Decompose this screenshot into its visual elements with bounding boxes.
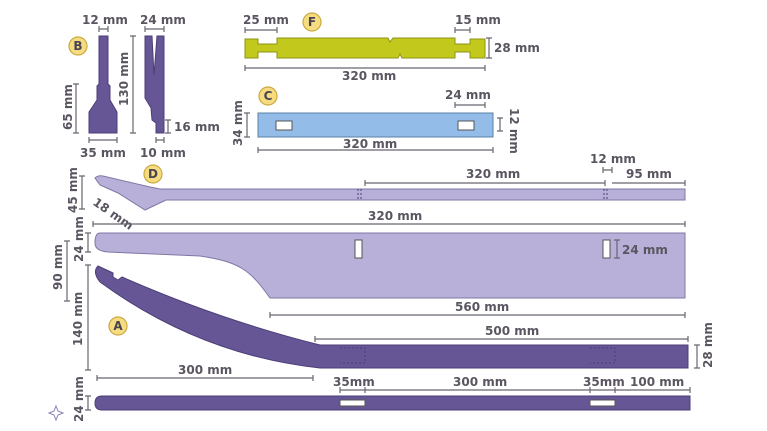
dim-middle-560: 560 mm (455, 300, 509, 314)
dim-f-320: 320 mm (342, 69, 396, 83)
dim-middle-24: 24 mm (72, 216, 86, 262)
bottom-bar: 300 mm 35mm 300 mm 35mm 100 mm 24 mm (72, 363, 691, 422)
dim-f-28: 28 mm (494, 41, 540, 55)
dim-a-140: 140 mm (71, 292, 85, 346)
bottom-slot (339, 399, 366, 407)
dim-c-320: 320 mm (343, 137, 397, 151)
part-a: A 500 mm 140 mm 28 mm (71, 264, 715, 371)
dim-d-95: 95 mm (626, 167, 672, 181)
middle-piece-body (94, 232, 686, 299)
dim-b-12: 12 mm (82, 13, 128, 27)
dim-bottom-100: 100 mm (630, 375, 684, 389)
part-c-slot (275, 120, 293, 131)
dim-c-24: 24 mm (445, 88, 491, 102)
dim-d-45: 45 mm (66, 167, 80, 213)
badge-c-label: C (264, 89, 273, 103)
dim-bottom-300-mid: 300 mm (453, 375, 507, 389)
dim-b-10: 10 mm (140, 146, 186, 160)
dim-bottom-300: 300 mm (178, 363, 232, 377)
dim-bottom-35-left: 35mm (333, 375, 375, 389)
part-b-piece-1 (88, 35, 118, 134)
badge-a (108, 316, 128, 336)
dim-bottom-24: 24 mm (72, 376, 86, 422)
dim-middle-320: 320 mm (368, 209, 422, 223)
dim-bottom-35-right: 35mm (583, 375, 625, 389)
part-c: C 24 mm 34 mm 12 mm 320 mm (231, 86, 521, 154)
badge-d (143, 164, 163, 184)
dim-a-500: 500 mm (485, 324, 539, 338)
badge-f-label: F (308, 15, 316, 29)
dim-c-34: 34 mm (231, 100, 245, 146)
bottom-slot (589, 399, 616, 407)
part-b: B 12 mm 24 mm 130 mm 65 mm 16 mm 35 mm 1… (61, 13, 220, 160)
part-b-piece-2 (144, 35, 165, 134)
part-f-bar (244, 37, 486, 59)
bottom-bar-body (94, 395, 691, 411)
part-c-slot (457, 120, 475, 131)
dim-a-28: 28 mm (701, 322, 715, 368)
part-a-arm (94, 265, 689, 369)
dim-middle-90: 90 mm (51, 244, 65, 290)
dim-d-18: 18 mm (90, 195, 136, 233)
dim-b-24: 24 mm (140, 13, 186, 27)
dim-f-25: 25 mm (243, 13, 289, 27)
badge-b (68, 36, 88, 56)
dim-d-12: 12 mm (590, 152, 636, 166)
part-d-blade (94, 175, 686, 211)
middle-slot (602, 239, 611, 259)
dim-f-15: 15 mm (455, 13, 501, 27)
part-f: F 25 mm 15 mm 28 mm 320 mm (243, 12, 540, 83)
badge-f (302, 12, 322, 32)
badge-c (258, 86, 278, 106)
dim-b-35: 35 mm (80, 146, 126, 160)
badge-d-label: D (148, 167, 158, 181)
dim-d-320: 320 mm (466, 167, 520, 181)
dim-middle-slot-24: 24 mm (622, 243, 668, 257)
dim-b-130: 130 mm (117, 52, 131, 106)
badge-a-label: A (113, 319, 123, 333)
dim-b-16: 16 mm (174, 120, 220, 134)
sparkle-icon (47, 404, 65, 422)
dim-b-65: 65 mm (61, 84, 75, 130)
dim-c-12: 12 mm (507, 108, 521, 154)
part-c-plate (257, 112, 494, 138)
middle-slot (354, 239, 363, 259)
middle-piece: 320 mm 24 mm 24 mm 90 mm 560 mm (51, 209, 686, 318)
badge-b-label: B (73, 39, 82, 53)
